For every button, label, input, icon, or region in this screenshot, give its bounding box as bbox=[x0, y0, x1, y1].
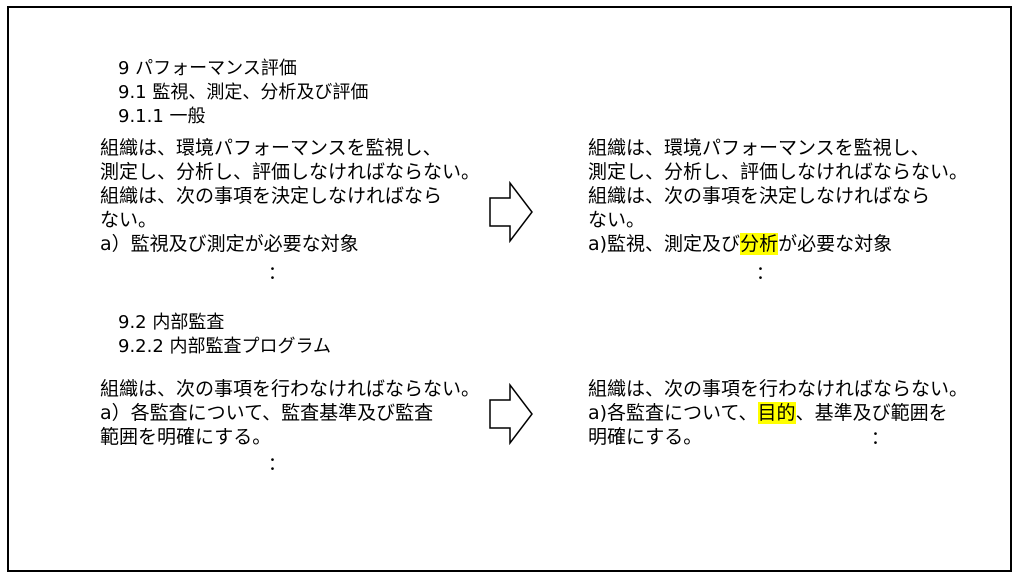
block2-revised-line-a: a)各監査について、目的、基準及び範囲を bbox=[588, 401, 968, 425]
block1-revised-ellipsis: ： bbox=[756, 263, 774, 284]
block1-revised-line-a-before: a)監視、測定及び bbox=[588, 233, 741, 255]
heading-section-9-2-2: 9.2.2 内部監査プログラム bbox=[118, 336, 331, 357]
block1-original-text: 組織は、環境パフォーマンスを監視し、 測定し、分析し、評価しなければならない。 … bbox=[100, 136, 480, 256]
heading-section-9-1-1: 9.1.1 一般 bbox=[118, 106, 206, 127]
block1-revised-line: 組織は、次の事項を決定しなければなら bbox=[588, 185, 931, 207]
block2-original-line: 範囲を明確にする。 bbox=[100, 426, 272, 448]
right-arrow-icon bbox=[489, 383, 533, 445]
block2-revised-ellipsis: ： bbox=[871, 428, 889, 449]
block2-original-text: 組織は、次の事項を行わなければならない。 a）各監査について、監査基準及び監査 … bbox=[100, 377, 480, 449]
block1-revised-line-a: a)監視、測定及び分析が必要な対象 bbox=[588, 232, 968, 256]
block1-revised-line: ない。 bbox=[588, 209, 646, 231]
block2-revised-line: 明確にする。 bbox=[588, 426, 703, 448]
slide-frame bbox=[7, 6, 1012, 572]
block1-original-line: ない。 bbox=[100, 209, 158, 231]
highlight-mokuteki: 目的 bbox=[757, 402, 796, 424]
block1-original-line: 組織は、環境パフォーマンスを監視し、 bbox=[100, 137, 442, 159]
block2-original-ellipsis: ： bbox=[268, 454, 286, 475]
block2-original-line: 組織は、次の事項を行わなければならない。 bbox=[100, 378, 481, 400]
heading-section-9: 9 パフォーマンス評価 bbox=[118, 58, 297, 79]
block1-revised-line: 組織は、環境パフォーマンスを監視し、 bbox=[588, 137, 930, 159]
heading-section-9-1: 9.1 監視、測定、分析及び評価 bbox=[118, 82, 369, 103]
block1-original-line: a）監視及び測定が必要な対象 bbox=[100, 233, 359, 255]
block2-revised-line-a-after: 、基準及び範囲を bbox=[795, 402, 948, 424]
highlight-bunseki: 分析 bbox=[740, 233, 779, 255]
block1-original-line: 測定し、分析し、評価しなければならない。 bbox=[100, 161, 481, 183]
block1-original-line: 組織は、次の事項を決定しなければなら bbox=[100, 185, 443, 207]
block2-revised-line-a-before: a)各監査について、 bbox=[588, 402, 758, 424]
block1-revised-line: 測定し、分析し、評価しなければならない。 bbox=[588, 161, 969, 183]
heading-section-9-2: 9.2 内部監査 bbox=[118, 312, 225, 333]
block1-revised-line-a-after: が必要な対象 bbox=[778, 233, 893, 255]
block2-revised-text: 組織は、次の事項を行わなければならない。 a)各監査について、目的、基準及び範囲… bbox=[588, 377, 968, 449]
block2-revised-line: 組織は、次の事項を行わなければならない。 bbox=[588, 378, 969, 400]
block1-revised-text: 組織は、環境パフォーマンスを監視し、 測定し、分析し、評価しなければならない。 … bbox=[588, 136, 968, 256]
right-arrow-icon bbox=[489, 181, 533, 243]
block1-original-ellipsis: ： bbox=[268, 263, 286, 284]
block2-original-line: a）各監査について、監査基準及び監査 bbox=[100, 402, 434, 424]
